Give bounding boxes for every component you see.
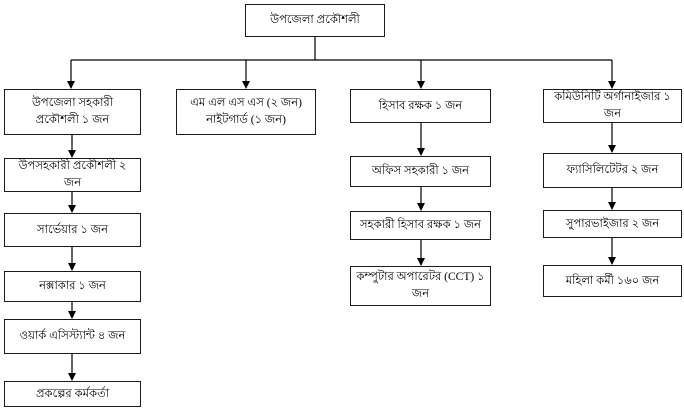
org-node-upazila-assistant-engineer: উপজেলা সহকারী প্রকৌশলী ১ জন bbox=[4, 89, 141, 135]
org-node-female-workers: মহিলা কর্মী ১৬০ জন bbox=[543, 265, 682, 297]
org-node-mlss-nightguard: এম এল এস এস (২ জন) নাইটগার্ড (১ জন) bbox=[176, 89, 316, 135]
org-node-upazila-engineer: উপজেলা প্রকৌশলী bbox=[245, 4, 385, 37]
org-node-assistant-accountant: সহকারী হিসাব রক্ষক ১ জন bbox=[350, 211, 491, 240]
org-node-work-assistant: ওয়ার্ক এসিস্ট্যান্ট ৪ জন bbox=[4, 319, 141, 354]
arrowheads bbox=[67, 81, 616, 381]
org-node-facilitator: ফ্যাসিলিটেটর ২ জন bbox=[543, 153, 682, 188]
org-node-sub-assistant-engineer: উপসহকারী প্রকৌশলী ২ জন bbox=[4, 158, 141, 192]
org-node-supervisor: সুপারভাইজার ২ জন bbox=[543, 210, 682, 238]
org-node-community-organizer: কমিউনিটি অর্গানাইজার ১ জন bbox=[543, 89, 682, 123]
org-node-office-assistant: অফিস সহকারী ১ জন bbox=[350, 156, 491, 187]
org-node-project-officers: প্রকল্পের কর্মকর্তা bbox=[4, 381, 141, 407]
org-node-accountant: হিসাব রক্ষক ১ জন bbox=[350, 89, 491, 123]
org-node-surveyor: সার্ভেয়ার ১ জন bbox=[4, 213, 141, 247]
org-node-computer-operator: কম্পুটার অপারেটর (CCT) ১ জন bbox=[350, 266, 491, 306]
org-node-draftsman: নক্সাকার ১ জন bbox=[4, 271, 141, 302]
